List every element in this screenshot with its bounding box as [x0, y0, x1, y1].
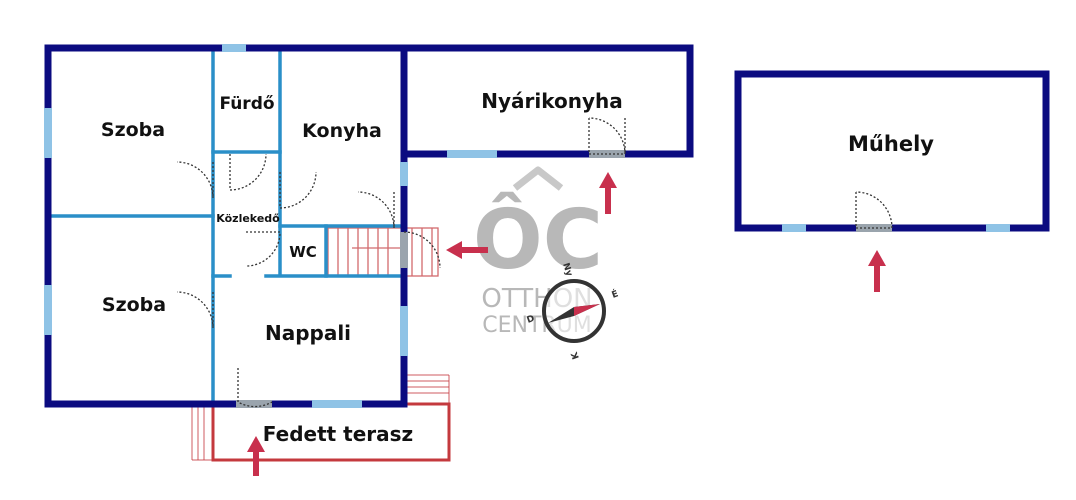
entrance-arrows	[247, 172, 886, 476]
compass-north-label: Ny	[560, 262, 574, 278]
room-label-nappali: Nappali	[265, 321, 351, 345]
arrow-up-icon	[247, 436, 265, 476]
door-swing	[279, 171, 317, 209]
room-label-szoba-top: Szoba	[101, 119, 165, 141]
inner-walls	[48, 46, 406, 406]
compass-east-label: É	[610, 287, 620, 300]
room-label-nyarikonyha: Nyárikonyha	[481, 89, 623, 113]
room-label-szoba-bottom: Szoba	[102, 294, 166, 316]
window	[782, 224, 806, 232]
window	[447, 150, 497, 158]
window	[222, 44, 246, 52]
door-swing	[403, 231, 441, 269]
terrace	[191, 374, 451, 462]
room-label-muhely: Műhely	[848, 132, 934, 156]
arrow-up-icon	[599, 172, 617, 214]
window	[312, 400, 362, 408]
door-swing	[588, 117, 626, 155]
watermark-roof-icon	[512, 166, 564, 191]
door-swing	[229, 153, 267, 191]
arrow-up-icon	[868, 250, 886, 292]
door-swing	[237, 368, 273, 408]
door-swing	[245, 231, 281, 267]
door-swing	[357, 191, 395, 229]
door-swing	[855, 191, 893, 229]
side-stairs	[327, 227, 439, 277]
watermark-logo: ÔC OTTHON CENTRUM	[473, 166, 603, 338]
window	[986, 224, 1010, 232]
room-label-kozlekedo: Közlekedő	[216, 212, 280, 225]
windows	[44, 44, 1010, 408]
door-swing	[176, 161, 214, 199]
arrow-left-icon	[446, 241, 488, 259]
compass-icon: Ny É K D	[526, 262, 620, 361]
door-swings	[176, 117, 893, 408]
room-labels: Szoba Fürdő Konyha Nyárikonyha Műhely Kö…	[101, 89, 934, 446]
window	[400, 162, 408, 186]
compass-west-label: D	[526, 314, 536, 326]
window	[44, 108, 52, 158]
room-label-konyha: Konyha	[302, 120, 382, 142]
window	[400, 306, 408, 356]
room-label-furdo: Fürdő	[219, 94, 274, 114]
door-swing	[176, 291, 214, 329]
room-label-wc: WC	[289, 243, 317, 261]
room-label-fedett-terasz: Fedett terasz	[263, 422, 413, 446]
window	[44, 285, 52, 335]
watermark-monogram: ÔC	[473, 191, 603, 288]
compass-south-label: K	[570, 349, 582, 360]
